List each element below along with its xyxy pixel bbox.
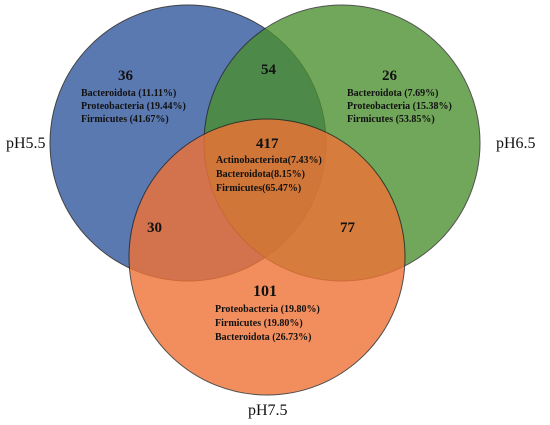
taxa-only-ph55-3: Firmicutes (41.67%) xyxy=(81,114,169,125)
label-ph55: pH5.5 xyxy=(6,135,46,152)
count-only-ph65: 26 xyxy=(382,68,398,84)
taxa-only-ph75-3: Bacteroidota (26.73%) xyxy=(215,332,311,343)
taxa-only-ph75-1: Proteobacteria (19.80%) xyxy=(215,304,320,315)
taxa-all-3: Firmicutes(65.47%) xyxy=(216,183,301,194)
count-all-three: 417 xyxy=(256,136,279,152)
count-ph55-ph65: 54 xyxy=(261,62,277,78)
taxa-all-1: Actinobacteriota(7.43%) xyxy=(216,155,322,166)
taxa-only-ph55-1: Bacteroidota (11.11%) xyxy=(81,88,176,99)
taxa-all-2: Bacteroidota(8.15%) xyxy=(216,169,305,180)
circle-ph75 xyxy=(128,118,406,396)
taxa-only-ph65-2: Proteobacteria (15.38%) xyxy=(347,101,452,112)
taxa-only-ph75-2: Firmicutes (19.80%) xyxy=(215,318,303,329)
taxa-only-ph55-2: Proteobacteria (19.44%) xyxy=(81,101,186,112)
count-ph55-ph75: 30 xyxy=(147,220,162,236)
label-ph65: pH6.5 xyxy=(496,135,536,152)
count-only-ph75: 101 xyxy=(253,283,277,300)
count-ph65-ph75: 77 xyxy=(340,220,356,236)
count-only-ph55: 36 xyxy=(118,68,134,84)
taxa-only-ph65-3: Firmicutes (53.85%) xyxy=(347,114,435,125)
label-ph75: pH7.5 xyxy=(248,402,288,419)
taxa-only-ph65-1: Bacteroidota (7.69%) xyxy=(347,88,438,99)
